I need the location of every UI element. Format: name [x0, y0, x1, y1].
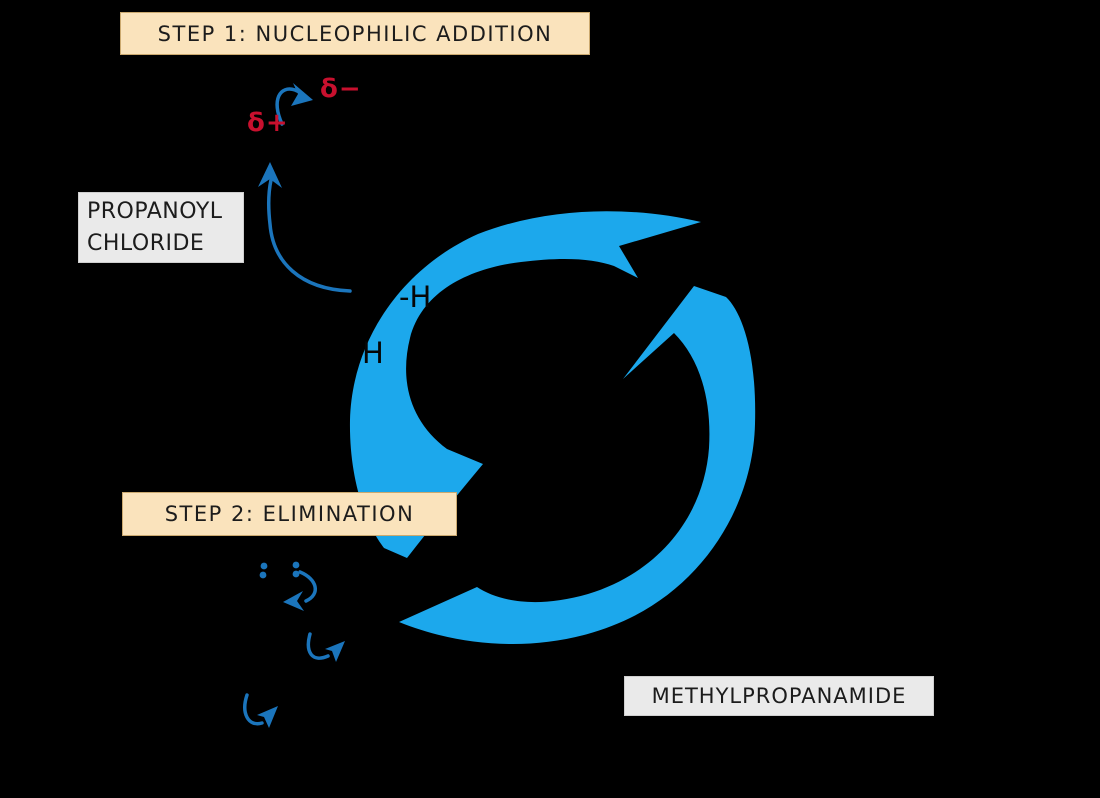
step1-label: STEP 1: NUCLEOPHILIC ADDITION [157, 21, 553, 46]
reactant-name-line1: PROPANOYL [87, 199, 223, 224]
h-atom-fragment: H [362, 336, 384, 370]
product-label-box: METHYLPROPANAMIDE [624, 676, 934, 716]
circular-arrows-icon [349, 211, 756, 644]
cycle-arrow-right-icon [399, 286, 756, 644]
nh-bond-fragment: -H [399, 280, 432, 314]
step1-label-box: STEP 1: NUCLEOPHILIC ADDITION [120, 12, 590, 55]
step2-label: STEP 2: ELIMINATION [164, 502, 415, 526]
curly-arrow-proton-transfer [306, 632, 345, 662]
cycle-arrow-left-icon [349, 211, 701, 558]
delta-minus-label: δ− [320, 74, 362, 104]
curly-arrow-nucleophilic-attack [258, 162, 352, 293]
lone-pair-dots [259, 561, 300, 579]
reactant-name-line2: CHLORIDE [87, 231, 205, 256]
curly-arrow-carbonyl-pi-bond [275, 83, 313, 126]
curly-arrow-chloride-leaving [243, 693, 278, 728]
step2-label-box: STEP 2: ELIMINATION [122, 492, 457, 536]
delta-plus-label: δ+ [247, 108, 289, 138]
curly-arrow-lone-pair [283, 570, 317, 611]
product-name: METHYLPROPANAMIDE [651, 684, 907, 708]
reactant-label-box: PROPANOYL CHLORIDE [78, 192, 244, 263]
